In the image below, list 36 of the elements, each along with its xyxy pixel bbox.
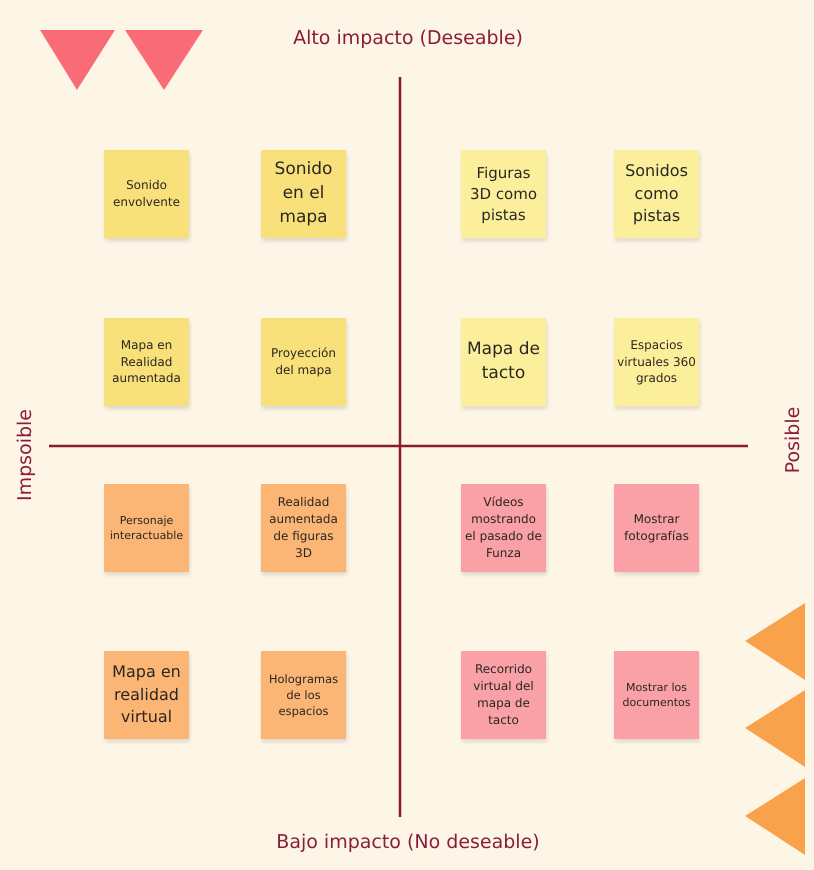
sticky-note <box>614 150 699 238</box>
sticky-note <box>261 651 346 739</box>
note-text: Hologramas de los espacios <box>268 670 340 720</box>
axis-label: Bajo impacto (No deseable) <box>276 831 540 853</box>
note-text: Realidad aumentada de figuras 3D <box>268 494 339 562</box>
sticky-note <box>261 318 346 406</box>
note-text: Personaje interactuable <box>108 512 184 544</box>
sticky-note <box>461 651 546 739</box>
sticky-note <box>614 484 699 572</box>
sticky-note <box>104 651 189 739</box>
note-text: Mapa de tacto <box>466 338 541 385</box>
sticky-note <box>104 484 189 572</box>
axis-label: Posible <box>782 406 804 474</box>
note-text: Sonido envolvente <box>112 177 181 211</box>
note-text: Mapa en Realidad aumentada <box>111 336 182 388</box>
sticky-note <box>614 318 699 406</box>
sticky-note <box>461 484 546 572</box>
sticky-note <box>104 318 189 406</box>
sticky-note <box>104 150 189 238</box>
sticky-note <box>261 484 346 572</box>
sticky-note <box>261 150 346 238</box>
axis-label: Alto impacto (Deseable) <box>293 27 523 49</box>
note-text: Vídeos mostrando el pasado de Funza <box>464 494 543 562</box>
note-text: Sonido en el mapa <box>274 158 334 229</box>
axis-label: Impsoible <box>14 409 36 501</box>
note-text: Mapa en realidad virtual <box>111 661 182 728</box>
sticky-note <box>614 651 699 739</box>
note-text: Espacios virtuales 360 grados <box>617 336 696 388</box>
note-text: Mostrar los documentos <box>622 680 692 710</box>
note-text: Proyección del mapa <box>270 345 337 379</box>
sticky-note <box>461 150 546 238</box>
sticky-note <box>461 318 546 406</box>
note-text: Mostrar fotografías <box>623 511 690 545</box>
note-text: Figuras 3D como pistas <box>468 162 538 226</box>
note-text: Recorrido virtual del mapa de tacto <box>472 661 535 729</box>
note-text: Sonidos como pistas <box>624 160 689 228</box>
